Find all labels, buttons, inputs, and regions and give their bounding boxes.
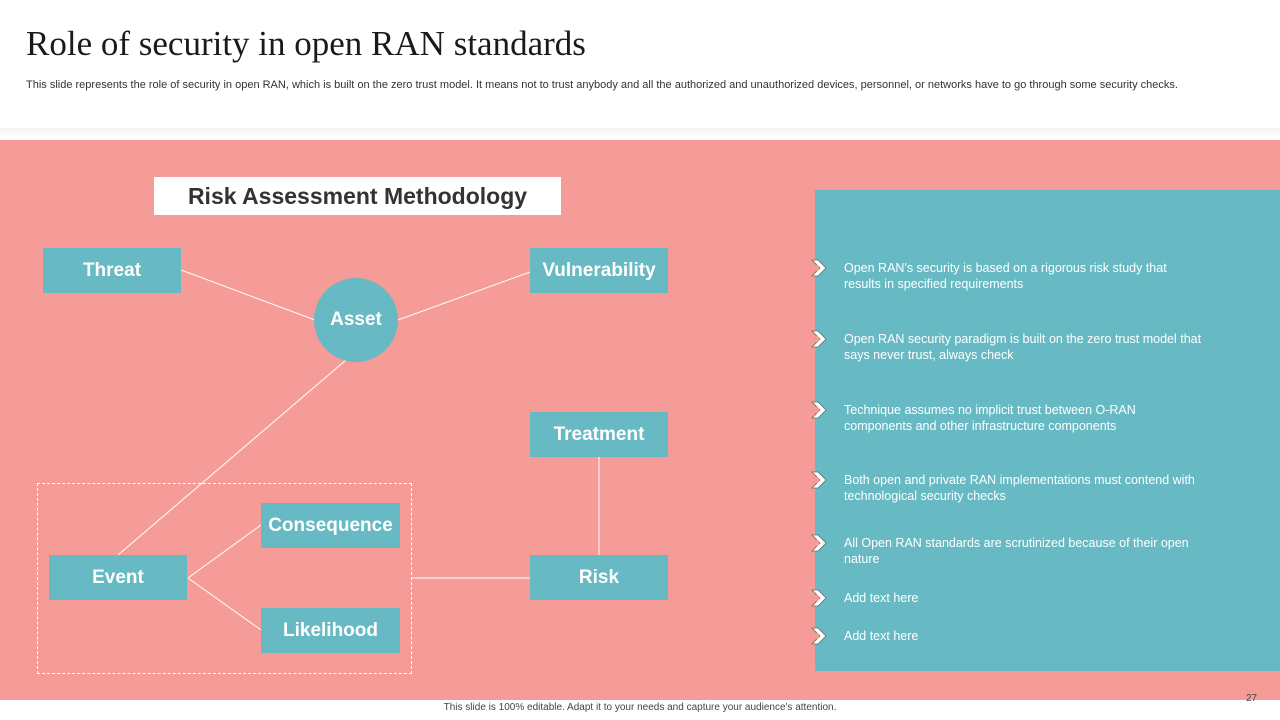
bullet-text: Open RAN security paradigm is built on t… (844, 332, 1202, 362)
consequence-box: Consequence (261, 503, 400, 548)
slide-header: Role of security in open RAN standards T… (0, 0, 1280, 130)
connector-asset-event (117, 359, 347, 556)
vulnerability-box: Vulnerability (530, 248, 668, 293)
event-box: Event (49, 555, 187, 600)
chevron-dot-icon (811, 589, 827, 607)
footer-note: This slide is 100% editable. Adapt it to… (443, 702, 837, 713)
bullet-text: All Open RAN standards are scrutinized b… (844, 536, 1189, 566)
bullet-text: Add text here (844, 591, 919, 605)
page-title: Role of security in open RAN standards (26, 24, 586, 63)
threat-box: Threat (43, 248, 181, 293)
connector-vulnerability-asset (397, 271, 531, 321)
diagram-title: Risk Assessment Methodology (154, 177, 561, 215)
page-subtitle: This slide represents the role of securi… (26, 79, 1178, 91)
chevron-dot-icon (811, 627, 827, 645)
content-panel: Risk Assessment Methodology Threat Vulne… (0, 140, 1280, 700)
treatment-box: Treatment (530, 412, 668, 457)
chevron-dot-icon (811, 259, 827, 277)
bullet-text: Add text here (844, 629, 919, 643)
connector-lines (117, 269, 600, 631)
bullet-panel: Open RAN's security is based on a rigoro… (811, 190, 1280, 671)
bullet-text: Technique assumes no implicit trust betw… (844, 403, 1136, 433)
connector-event-consequence (187, 524, 262, 579)
chevron-dot-icon (811, 471, 827, 489)
page-number: 27 (1246, 693, 1258, 704)
likelihood-box: Likelihood (261, 608, 400, 653)
bullet-text: Open RAN's security is based on a rigoro… (844, 261, 1167, 291)
header-divider (0, 128, 1280, 138)
bullet-text: Both open and private RAN implementation… (844, 473, 1195, 503)
chevron-dot-icon (811, 534, 827, 552)
event-group-frame (37, 483, 412, 674)
connector-threat-asset (180, 269, 316, 321)
chevron-dot-icon (811, 330, 827, 348)
connector-event-likelihood (187, 577, 262, 631)
risk-box: Risk (530, 555, 668, 600)
asset-circle: Asset (314, 278, 398, 362)
chevron-dot-icon (811, 401, 827, 419)
